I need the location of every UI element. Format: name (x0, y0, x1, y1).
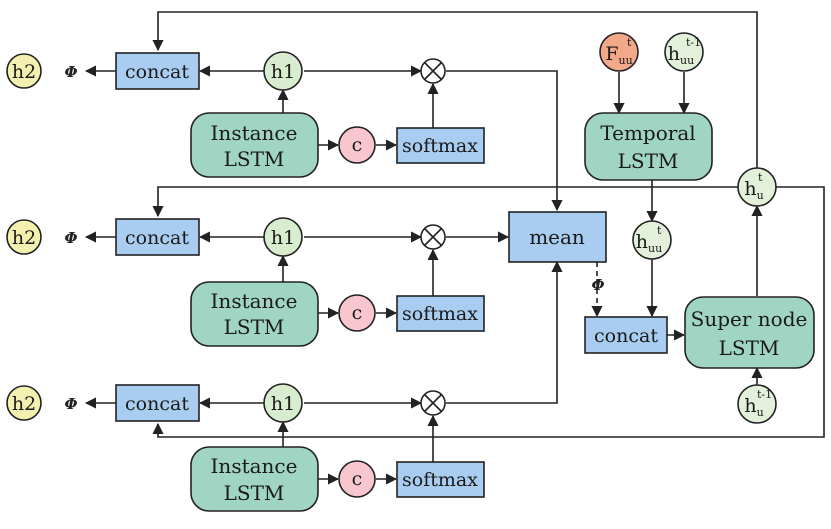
concat-box-right (584, 316, 668, 354)
edges (84, 11, 825, 485)
h1-node-2 (263, 217, 303, 257)
instance-lstm-3-line1: Instance (211, 454, 298, 478)
c-node-1 (338, 126, 376, 164)
h2-label-1: h2 (12, 61, 36, 83)
mean-box (508, 211, 607, 263)
h-uu-prev-sup: t-1 (686, 36, 701, 49)
F-uu-t-node (599, 32, 639, 72)
c-label-1: c (352, 134, 363, 156)
mean-label: mean (529, 225, 585, 249)
h-uu-t-sup: t (657, 224, 662, 237)
row-2: h2 Φ concat h1 Instance LSTM c softmax m… (6, 211, 607, 347)
h-u-prev-label: hu (744, 395, 763, 419)
h-u-prev-sup: t-1 (757, 388, 772, 401)
super-node-lstm-line1: Super node (691, 307, 808, 331)
super-node-lstm (684, 296, 815, 369)
h1-label-3: h1 (271, 393, 295, 415)
softmax-box-3 (396, 461, 485, 498)
c-node-2 (338, 294, 376, 332)
F-uu-t-sup: t (627, 36, 632, 49)
h2-node-1 (6, 53, 42, 89)
otimes-icon-2 (420, 224, 446, 250)
h1-node-3 (263, 383, 303, 423)
h1-label-2: h1 (271, 227, 295, 249)
softmax-box-1 (396, 127, 485, 164)
h-u-t-node (737, 167, 777, 207)
phi-label-2: Φ (64, 229, 77, 247)
edge-hu-feedback-mid (152, 186, 738, 218)
instance-lstm-1-line2: LSTM (224, 147, 285, 171)
edge-otimes3-to-mean (446, 260, 563, 404)
phi-label-mean: Φ (591, 276, 604, 294)
c-label-3: c (352, 468, 363, 490)
c-label-2: c (352, 302, 363, 324)
concat-box-2 (115, 218, 200, 256)
edge-hu-feedback-bottom (152, 186, 825, 438)
concat-label-right: concat (594, 325, 658, 347)
h-uu-prev-label: huu (668, 43, 694, 67)
instance-lstm-3 (190, 446, 319, 512)
row-3: h2 Φ concat h1 Instance LSTM c softmax (6, 383, 485, 512)
h-uu-prev-node (664, 32, 704, 72)
h-u-t-label: hu (744, 178, 763, 202)
softmax-label-3: softmax (402, 469, 478, 491)
softmax-box-2 (396, 295, 485, 332)
h1-label-1: h1 (271, 61, 295, 83)
temporal-lstm-line1: Temporal (600, 121, 695, 145)
otimes-icon-3 (420, 390, 446, 416)
temporal-lstm (584, 112, 713, 181)
c-node-3 (338, 460, 376, 498)
h1-node-1 (263, 51, 303, 91)
h2-label-2: h2 (12, 227, 36, 249)
super-node-lstm-line2: LSTM (719, 336, 780, 360)
instance-lstm-2-line1: Instance (211, 289, 298, 313)
concat-box-1 (115, 52, 200, 90)
phi-label-3: Φ (64, 395, 77, 413)
instance-lstm-1-line1: Instance (211, 121, 298, 145)
instance-lstm-3-line2: LSTM (224, 481, 285, 505)
otimes-icon-1 (420, 58, 446, 84)
softmax-label-1: softmax (402, 135, 478, 157)
row-1: h2 Φ concat h1 Instance LSTM c softmax (6, 51, 485, 178)
h-uu-t-node (632, 220, 672, 260)
temporal-branch: Fuu t huu t-1 Temporal LSTM huu t concat… (584, 32, 815, 424)
concat-label-2: concat (125, 227, 189, 249)
phi-label-1: Φ (64, 63, 77, 81)
h2-node-3 (6, 385, 42, 421)
h-u-prev-node (737, 384, 777, 424)
instance-lstm-2 (190, 281, 319, 347)
edge-otimes1-to-mean (446, 70, 563, 212)
concat-label-1: concat (125, 61, 189, 83)
F-uu-t-label: Fuu (605, 43, 632, 67)
h2-label-3: h2 (12, 393, 36, 415)
concat-box-3 (115, 384, 200, 422)
h-u-t-sup: t (758, 171, 763, 184)
softmax-label-2: softmax (402, 303, 478, 325)
concat-label-3: concat (125, 393, 189, 415)
h2-node-2 (6, 219, 42, 255)
temporal-lstm-line2: LSTM (618, 149, 679, 173)
instance-lstm-2-line2: LSTM (224, 315, 285, 339)
instance-lstm-1 (190, 112, 319, 178)
edge-hu-feedback-top (152, 11, 758, 168)
h-uu-t-label: huu (636, 231, 662, 255)
